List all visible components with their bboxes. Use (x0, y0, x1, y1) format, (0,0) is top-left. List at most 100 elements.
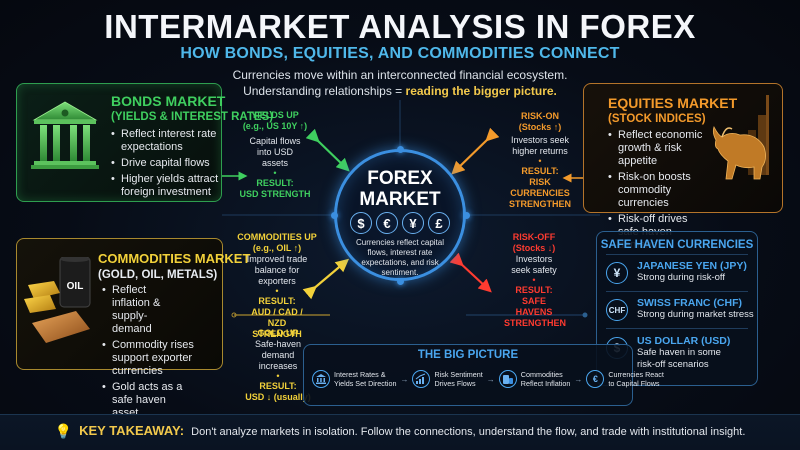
franc-icon: CHF (606, 299, 628, 321)
step-line2: Yields Set Direction (334, 379, 397, 388)
forex-title-line1: FOREX (367, 168, 433, 189)
bank-building-icon (30, 100, 100, 176)
safe-haven-name: JAPANESE YEN (JPY) (637, 260, 747, 272)
bonds-subtitle: (YIELDS & INTEREST RATES) (111, 111, 274, 123)
gold-up-text: Safe-haven demand increases (254, 339, 302, 371)
risk-off-result-label: RESULT: (515, 285, 553, 295)
step-line2: Reflect Inflation (520, 379, 571, 388)
commodities-up-example: (e.g., OIL ↑) (252, 243, 302, 253)
separator-dot: • (538, 156, 542, 166)
safe-haven-desc: Strong during market stress (637, 309, 754, 320)
safe-haven-desc: Strong during risk-off (637, 272, 726, 283)
equities-bullet: Risk-on boosts commodity currencies (608, 171, 708, 210)
safe-haven-title: SAFE HAVEN CURRENCIES (600, 239, 754, 251)
commodities-bullet: Reflect inflation & supply-demand (102, 284, 182, 336)
yields-up-heading: YIELDS UP (251, 110, 299, 120)
oil-label: OIL (67, 281, 84, 292)
bonds-bullets: Reflect interest rate expectations Drive… (111, 128, 221, 202)
yields-up-result-label: RESULT: (256, 178, 294, 188)
step-line1: Currencies React (608, 370, 664, 379)
gold-up-heading: GOLD UP (257, 328, 299, 338)
ring-node-right (463, 212, 470, 219)
commodities-subtitle: (GOLD, OIL, METALS) (98, 269, 218, 281)
yen-icon: ¥ (402, 212, 424, 234)
yen-icon: ¥ (606, 262, 628, 284)
gold-oil-icon: OIL (24, 256, 96, 357)
pound-icon: £ (428, 212, 450, 234)
step-line1: Risk Sentiment (434, 370, 483, 379)
bonds-bullet: Higher yields attract foreign investment (111, 173, 221, 199)
separator-dot: • (273, 168, 277, 178)
commodities-bullets: Reflect inflation & supply-demand Commod… (102, 284, 220, 423)
risk-on-block: RISK-ON (Stocks ↑) Investors seek higher… (500, 111, 580, 210)
bull-icon (708, 95, 778, 195)
risk-off-text: Investors seek safety (511, 254, 557, 275)
commodities-up-block: COMMODITIES UP (e.g., OIL ↑) Improved tr… (235, 232, 319, 340)
commodities-up-text: Improved trade balance for exporters (246, 254, 308, 286)
arrow-right-icon: → (400, 374, 409, 384)
risk-on-example: (Stocks ↑) (518, 122, 562, 132)
commodities-up-result-label: RESULT: (258, 296, 296, 306)
intro-line-2: Understanding relationships = reading th… (0, 84, 800, 98)
currency-exchange-icon: € (586, 370, 605, 388)
bank-icon (312, 370, 330, 388)
bonds-bullet: Drive capital flows (111, 157, 221, 170)
gold-up-result-label: RESULT: (259, 381, 297, 391)
gold-up-result: USD ↓ (usually) (245, 392, 311, 402)
risk-off-heading: RISK-OFF (512, 232, 556, 242)
takeaway-label: KEY TAKEAWAY: (79, 423, 185, 438)
lightbulb-icon: 💡 (54, 423, 73, 439)
euro-icon: € (376, 212, 398, 234)
big-picture-title: THE BIG PICTURE (417, 349, 519, 361)
separator-dot: • (276, 371, 280, 381)
forex-title-line2: MARKET (359, 189, 441, 210)
key-takeaway: 💡 KEY TAKEAWAY: Don't analyze markets in… (0, 423, 800, 440)
commodity-barrels-icon (498, 370, 517, 388)
yields-up-example: (e.g., US 10Y ↑) (242, 121, 308, 131)
separator-dot: • (532, 275, 536, 285)
risk-off-block: RISK-OFF (Stocks ↓) Investors seek safet… (494, 232, 574, 329)
bonds-title: BONDS MARKET (111, 93, 226, 109)
commodities-title: COMMODITIES MARKET (98, 251, 251, 266)
intro-highlight: reading the bigger picture. (405, 84, 557, 98)
commodities-up-result: AUD / CAD / NZD STRENGTH (251, 307, 303, 339)
step-line2: Drives Flows (434, 379, 476, 388)
step-line2: to Capital Flows (608, 379, 660, 388)
yields-up-text: Capital flows into USD assets (249, 136, 301, 168)
arrow-right-icon: → (486, 374, 495, 384)
safe-haven-item: CHF SWISS FRANC (CHF) Strong during mark… (606, 297, 756, 321)
dollar-icon: $ (350, 212, 372, 234)
currency-coins: $ € ¥ £ (350, 212, 450, 234)
intro-line-1: Currencies move within an interconnected… (232, 68, 568, 82)
takeaway-bar (0, 414, 800, 450)
equities-subtitle: (STOCK INDICES) (608, 113, 706, 125)
ring-node-bottom (397, 278, 404, 285)
safe-haven-desc: Safe haven in some risk-off scenarios (637, 347, 721, 370)
commodities-up-heading: COMMODITIES UP (237, 232, 317, 242)
safe-haven-item: ¥ JAPANESE YEN (JPY) Strong during risk-… (606, 260, 756, 284)
big-picture-step: Interest Rates &Yields Set Direction (312, 370, 396, 388)
forex-description: Currencies reflect capital flows, intere… (355, 238, 445, 277)
divider (606, 254, 748, 255)
risk-off-result: SAFE HAVENS STRENGTHEN (504, 296, 567, 328)
ring-node-left (331, 212, 338, 219)
bonds-bullet: Reflect interest rate expectations (111, 128, 221, 154)
risk-on-result-label: RESULT: (521, 166, 559, 176)
step-line1: Commodities (520, 370, 563, 379)
divider (606, 291, 748, 292)
commodities-bullet: Commodity rises support exporter currenc… (102, 339, 220, 378)
big-picture-steps: Interest Rates &Yields Set Direction → R… (312, 370, 664, 388)
divider (606, 328, 748, 329)
forex-title: FOREX MARKET (334, 168, 466, 210)
equities-title: EQUITIES MARKET (608, 95, 738, 111)
risk-on-text: Investors seek higher returns (510, 135, 570, 156)
safe-haven-name: US DOLLAR (USD) (637, 335, 731, 347)
page-subtitle: HOW BONDS, EQUITIES, AND COMMODITIES CON… (180, 45, 620, 62)
risk-on-heading: RISK-ON (521, 111, 559, 121)
takeaway-text: Don't analyze markets in isolation. Foll… (191, 426, 746, 438)
growth-chart-icon (412, 370, 431, 388)
safe-haven-name: SWISS FRANC (CHF) (637, 297, 742, 309)
yields-up-result: USD STRENGTH (239, 189, 311, 199)
